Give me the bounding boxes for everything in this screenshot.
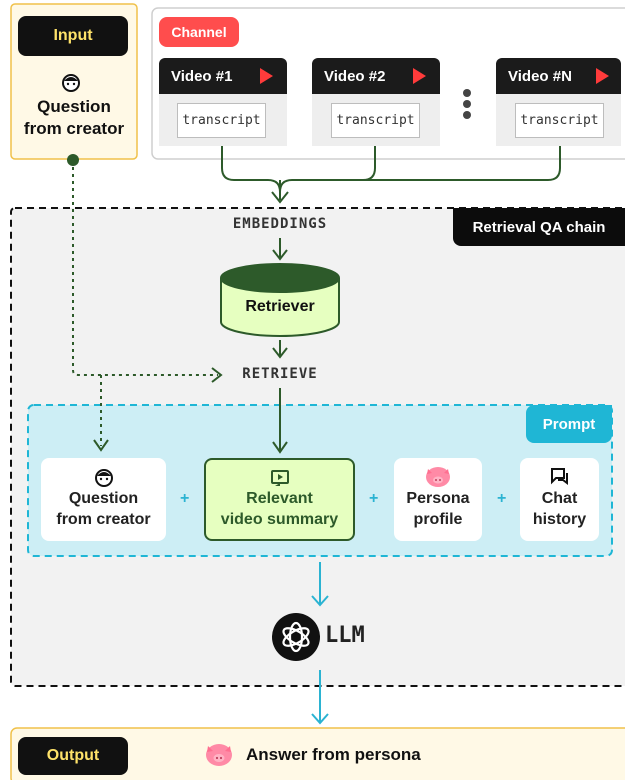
pig-icon [394, 464, 482, 488]
prompt-card-question: Question from creator [41, 458, 166, 541]
input-question-line2: from creator [23, 119, 125, 138]
transcript-n: transcript [515, 103, 604, 138]
transcript-1: transcript [177, 103, 266, 138]
embeddings-label: EMBEDDINGS [232, 216, 328, 232]
input-label: Input [18, 16, 128, 56]
output-box [10, 727, 625, 780]
card-line1: Persona [406, 490, 470, 507]
video-title: Video #1 [171, 67, 233, 85]
card-line1: Relevant [246, 490, 313, 507]
play-icon [596, 68, 609, 84]
llm-label: LLM [325, 623, 365, 648]
video-card-n-header[interactable]: Video #N [496, 58, 621, 94]
card-line2: video summary [220, 511, 339, 528]
video-title: Video #2 [324, 67, 386, 85]
card-line1: Question [68, 490, 139, 507]
plus-sign: + [369, 490, 379, 507]
input-question-line1: Question [37, 97, 111, 116]
input-question: Question from creator [12, 96, 136, 140]
openai-logo-icon [272, 613, 320, 661]
face-icon [61, 73, 81, 93]
transcript-2: transcript [331, 103, 420, 138]
video-card-1-header[interactable]: Video #1 [159, 58, 287, 94]
output-text: Answer from persona [246, 745, 421, 764]
merge-lines [221, 140, 561, 204]
card-line2: from creator [56, 511, 151, 528]
video-card-2-header[interactable]: Video #2 [312, 58, 440, 94]
retrieve-label: RETRIEVE [242, 366, 318, 382]
channel-label: Channel [159, 17, 239, 47]
more-videos-ellipsis [463, 89, 471, 119]
output-label: Output [18, 737, 128, 775]
question-path [72, 160, 218, 446]
play-icon [260, 68, 273, 84]
prompt-card-persona: Persona profile [394, 458, 482, 541]
pig-icon [204, 741, 234, 767]
plus-sign: + [497, 490, 507, 507]
prompt-card-video-summary: Relevant video summary [204, 458, 355, 541]
retriever-cylinder [220, 263, 340, 337]
plus-sign: + [180, 490, 190, 507]
video-title: Video #N [508, 67, 572, 85]
face-icon [41, 468, 166, 488]
retriever-label: Retriever [245, 298, 315, 315]
play-icon [413, 68, 426, 84]
card-line2: profile [413, 511, 463, 528]
card-line1: Chat [541, 490, 578, 507]
prompt-label: Prompt [526, 405, 612, 443]
chain-label: Retrieval QA chain [453, 208, 625, 246]
video-summary-icon [206, 468, 353, 488]
card-line2: history [532, 511, 587, 528]
prompt-card-chat-history: Chat history [520, 458, 599, 541]
chat-icon [520, 466, 599, 488]
